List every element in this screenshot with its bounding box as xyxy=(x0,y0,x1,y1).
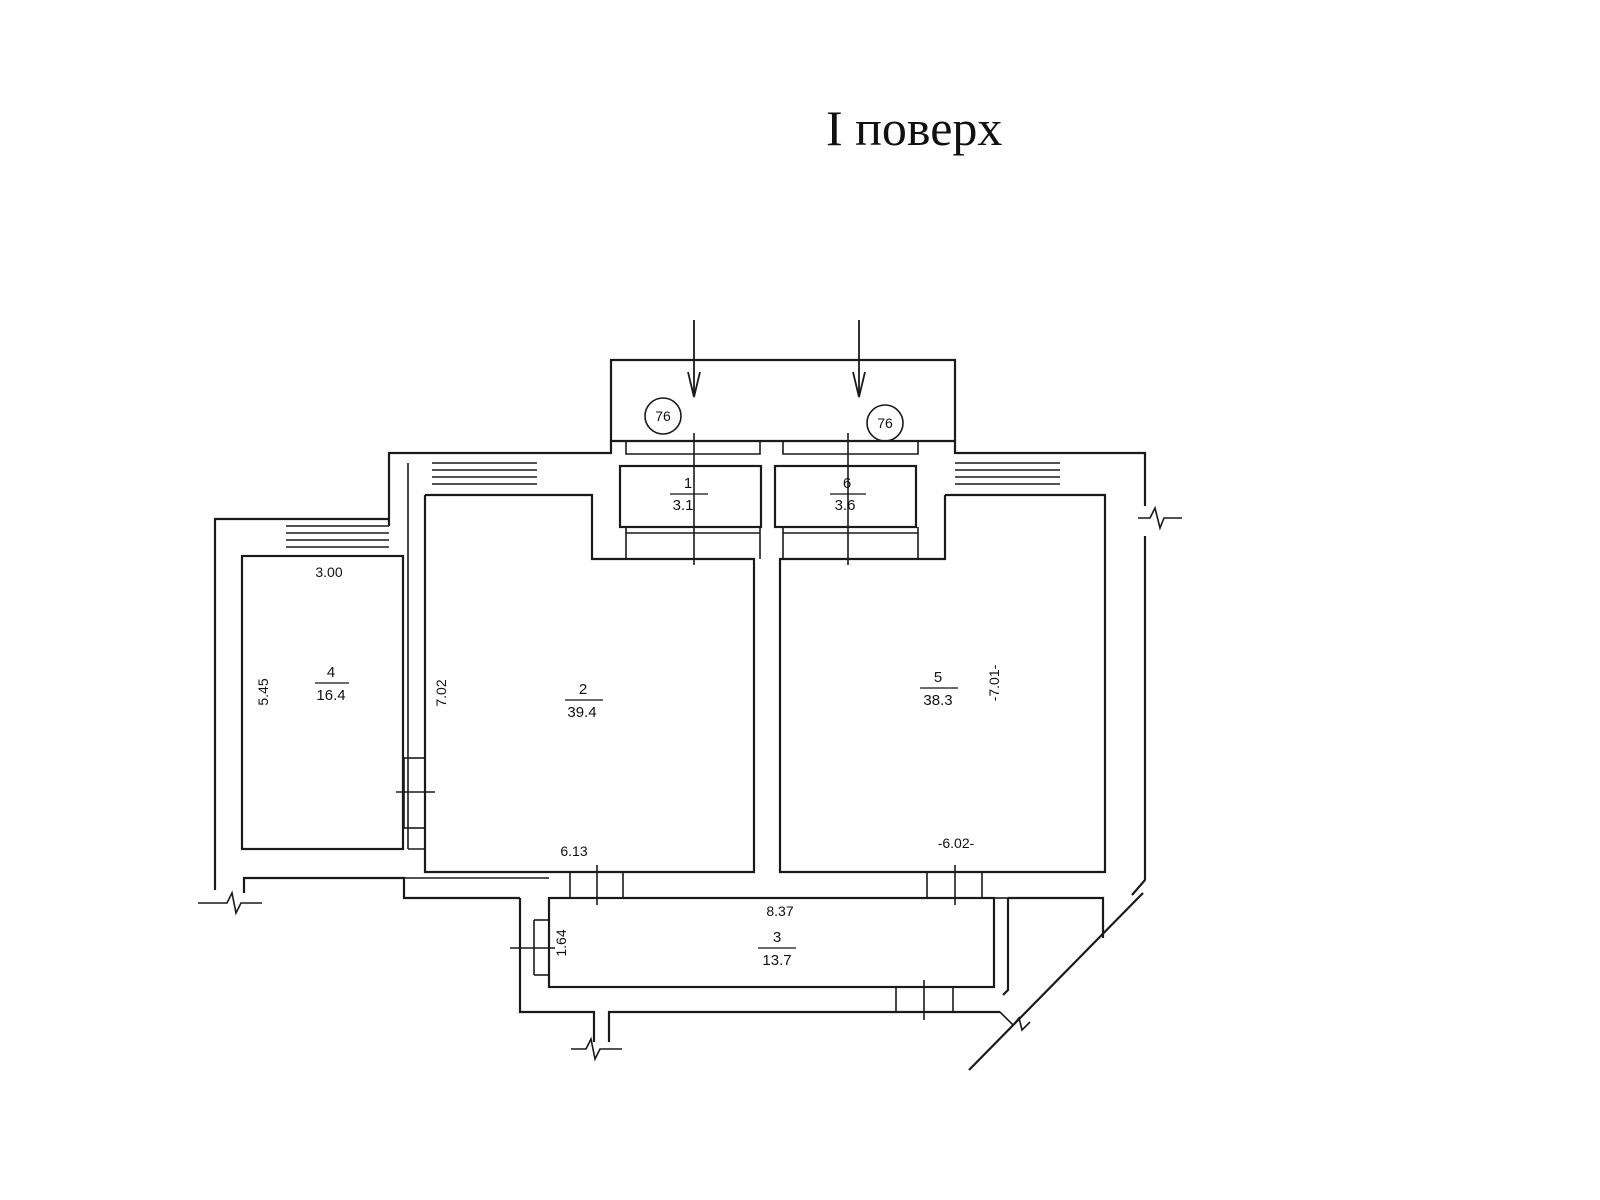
dim-room3-width: 1.64 xyxy=(553,929,569,956)
svg-text:6: 6 xyxy=(843,475,851,492)
svg-text:76: 76 xyxy=(655,408,671,424)
svg-text:3.1: 3.1 xyxy=(673,497,694,514)
svg-text:2: 2 xyxy=(579,681,587,698)
room-label-1: 1 3.1 xyxy=(670,475,708,514)
dim-room3-length: 8.37 xyxy=(766,903,793,919)
dim-room4-width: 3.00 xyxy=(315,564,342,580)
svg-text:38.3: 38.3 xyxy=(923,692,952,709)
window-room5 xyxy=(955,462,1060,485)
inner-walls xyxy=(240,463,1107,989)
dim-room4-length: 5.45 xyxy=(255,678,271,705)
entrance-arrow-left xyxy=(687,320,701,398)
svg-text:3.6: 3.6 xyxy=(835,497,856,514)
entrance-porch xyxy=(609,358,957,455)
svg-text:3: 3 xyxy=(773,929,781,946)
door-markers xyxy=(396,433,983,1020)
dim-room5-length: -7.01- xyxy=(986,664,1002,701)
dim-room2-width: 6.13 xyxy=(560,843,587,859)
room-label-3: 3 13.7 xyxy=(758,929,796,969)
svg-text:13.7: 13.7 xyxy=(762,952,791,969)
floor-title: I поверх xyxy=(826,100,1002,156)
svg-text:39.4: 39.4 xyxy=(567,704,596,721)
svg-text:1: 1 xyxy=(684,475,692,492)
svg-text:76: 76 xyxy=(877,415,893,431)
entrance-badge-left: 76 xyxy=(644,397,682,435)
dim-room5-width: -6.02- xyxy=(938,835,975,851)
window-room2 xyxy=(432,462,537,485)
svg-text:4: 4 xyxy=(327,664,335,681)
room-label-5: 5 38.3 xyxy=(920,669,958,709)
entrance-badge-right: 76 xyxy=(866,404,904,442)
svg-text:5: 5 xyxy=(934,669,942,686)
window-room4 xyxy=(286,525,389,548)
room-label-2: 2 39.4 xyxy=(565,681,603,721)
svg-text:16.4: 16.4 xyxy=(316,687,345,704)
entrance-arrow-right xyxy=(852,320,866,398)
room-label-6: 6 3.6 xyxy=(830,475,866,514)
dim-room2-length: 7.02 xyxy=(433,679,449,706)
outer-walls xyxy=(213,439,1147,1042)
room-label-4: 4 16.4 xyxy=(315,664,349,704)
break-lines xyxy=(198,505,1182,1071)
